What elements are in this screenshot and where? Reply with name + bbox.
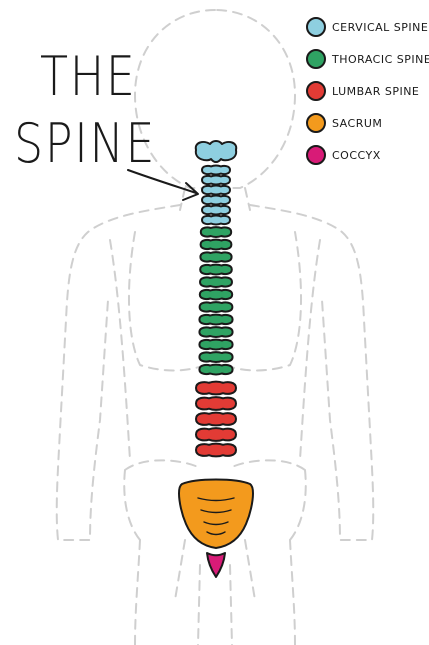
title-line-1: THE xyxy=(40,44,137,108)
thoracic-vertebra-8 xyxy=(199,315,232,325)
cervical-vertebra-5 xyxy=(202,196,230,205)
legend-swatch-thoracic xyxy=(307,50,325,68)
legend-label-thoracic: THORACIC SPINE xyxy=(331,53,429,66)
legend-item-cervical: CERVICAL SPINE xyxy=(307,18,428,36)
thoracic-vertebra-10 xyxy=(199,340,232,350)
legend-label-sacrum: SACRUM xyxy=(332,117,382,130)
left-arm-outline xyxy=(57,205,180,540)
cervical-vertebra-4 xyxy=(202,186,230,195)
legend-label-lumbar: LUMBAR SPINE xyxy=(332,85,419,98)
title: THE SPINE xyxy=(14,44,156,175)
cervical-vertebra-3 xyxy=(202,176,230,185)
thoracic-vertebra-6 xyxy=(200,290,232,300)
thoracic-vertebra-7 xyxy=(200,302,233,312)
thoracic-vertebra-3 xyxy=(200,252,231,262)
cervical-vertebra-7 xyxy=(202,216,230,225)
lumbar-vertebra-3 xyxy=(196,413,236,426)
thoracic-vertebra-2 xyxy=(201,240,232,250)
title-line-2: SPINE xyxy=(14,111,156,175)
legend-swatch-sacrum xyxy=(307,114,325,132)
legend-item-thoracic: THORACIC SPINE xyxy=(307,50,429,68)
cervical-vertebra-2 xyxy=(202,166,230,175)
legend-label-coccyx: COCCYX xyxy=(332,149,381,162)
cervical-vertebra-6 xyxy=(202,206,230,215)
lumbar-vertebra-1 xyxy=(196,382,236,395)
thoracic-vertebra-1 xyxy=(201,227,231,237)
coccyx xyxy=(207,553,225,577)
legend-swatch-coccyx xyxy=(307,146,325,164)
thoracic-vertebra-5 xyxy=(200,277,232,287)
lumbar-vertebra-4 xyxy=(196,428,236,441)
legend-swatch-cervical xyxy=(307,18,325,36)
spine xyxy=(179,141,253,577)
legend: CERVICAL SPINE THORACIC SPINE LUMBAR SPINE… xyxy=(307,18,429,164)
legend-item-sacrum: SACRUM xyxy=(307,114,382,132)
cervical-vertebra-1 xyxy=(196,141,237,162)
sacrum xyxy=(179,480,253,549)
lumbar-vertebra-5 xyxy=(196,444,236,457)
thoracic-vertebra-9 xyxy=(199,327,232,337)
arrow-icon xyxy=(128,170,198,200)
thoracic-vertebra-4 xyxy=(200,265,232,275)
legend-label-cervical: CERVICAL SPINE xyxy=(332,21,428,34)
right-arm-outline xyxy=(250,205,373,540)
legend-item-lumbar: LUMBAR SPINE xyxy=(307,82,419,100)
legend-item-coccyx: COCCYX xyxy=(307,146,381,164)
thoracic-vertebra-11 xyxy=(199,352,232,362)
lumbar-vertebra-2 xyxy=(196,397,236,410)
thoracic-vertebra-12 xyxy=(199,365,232,375)
legend-swatch-lumbar xyxy=(307,82,325,100)
